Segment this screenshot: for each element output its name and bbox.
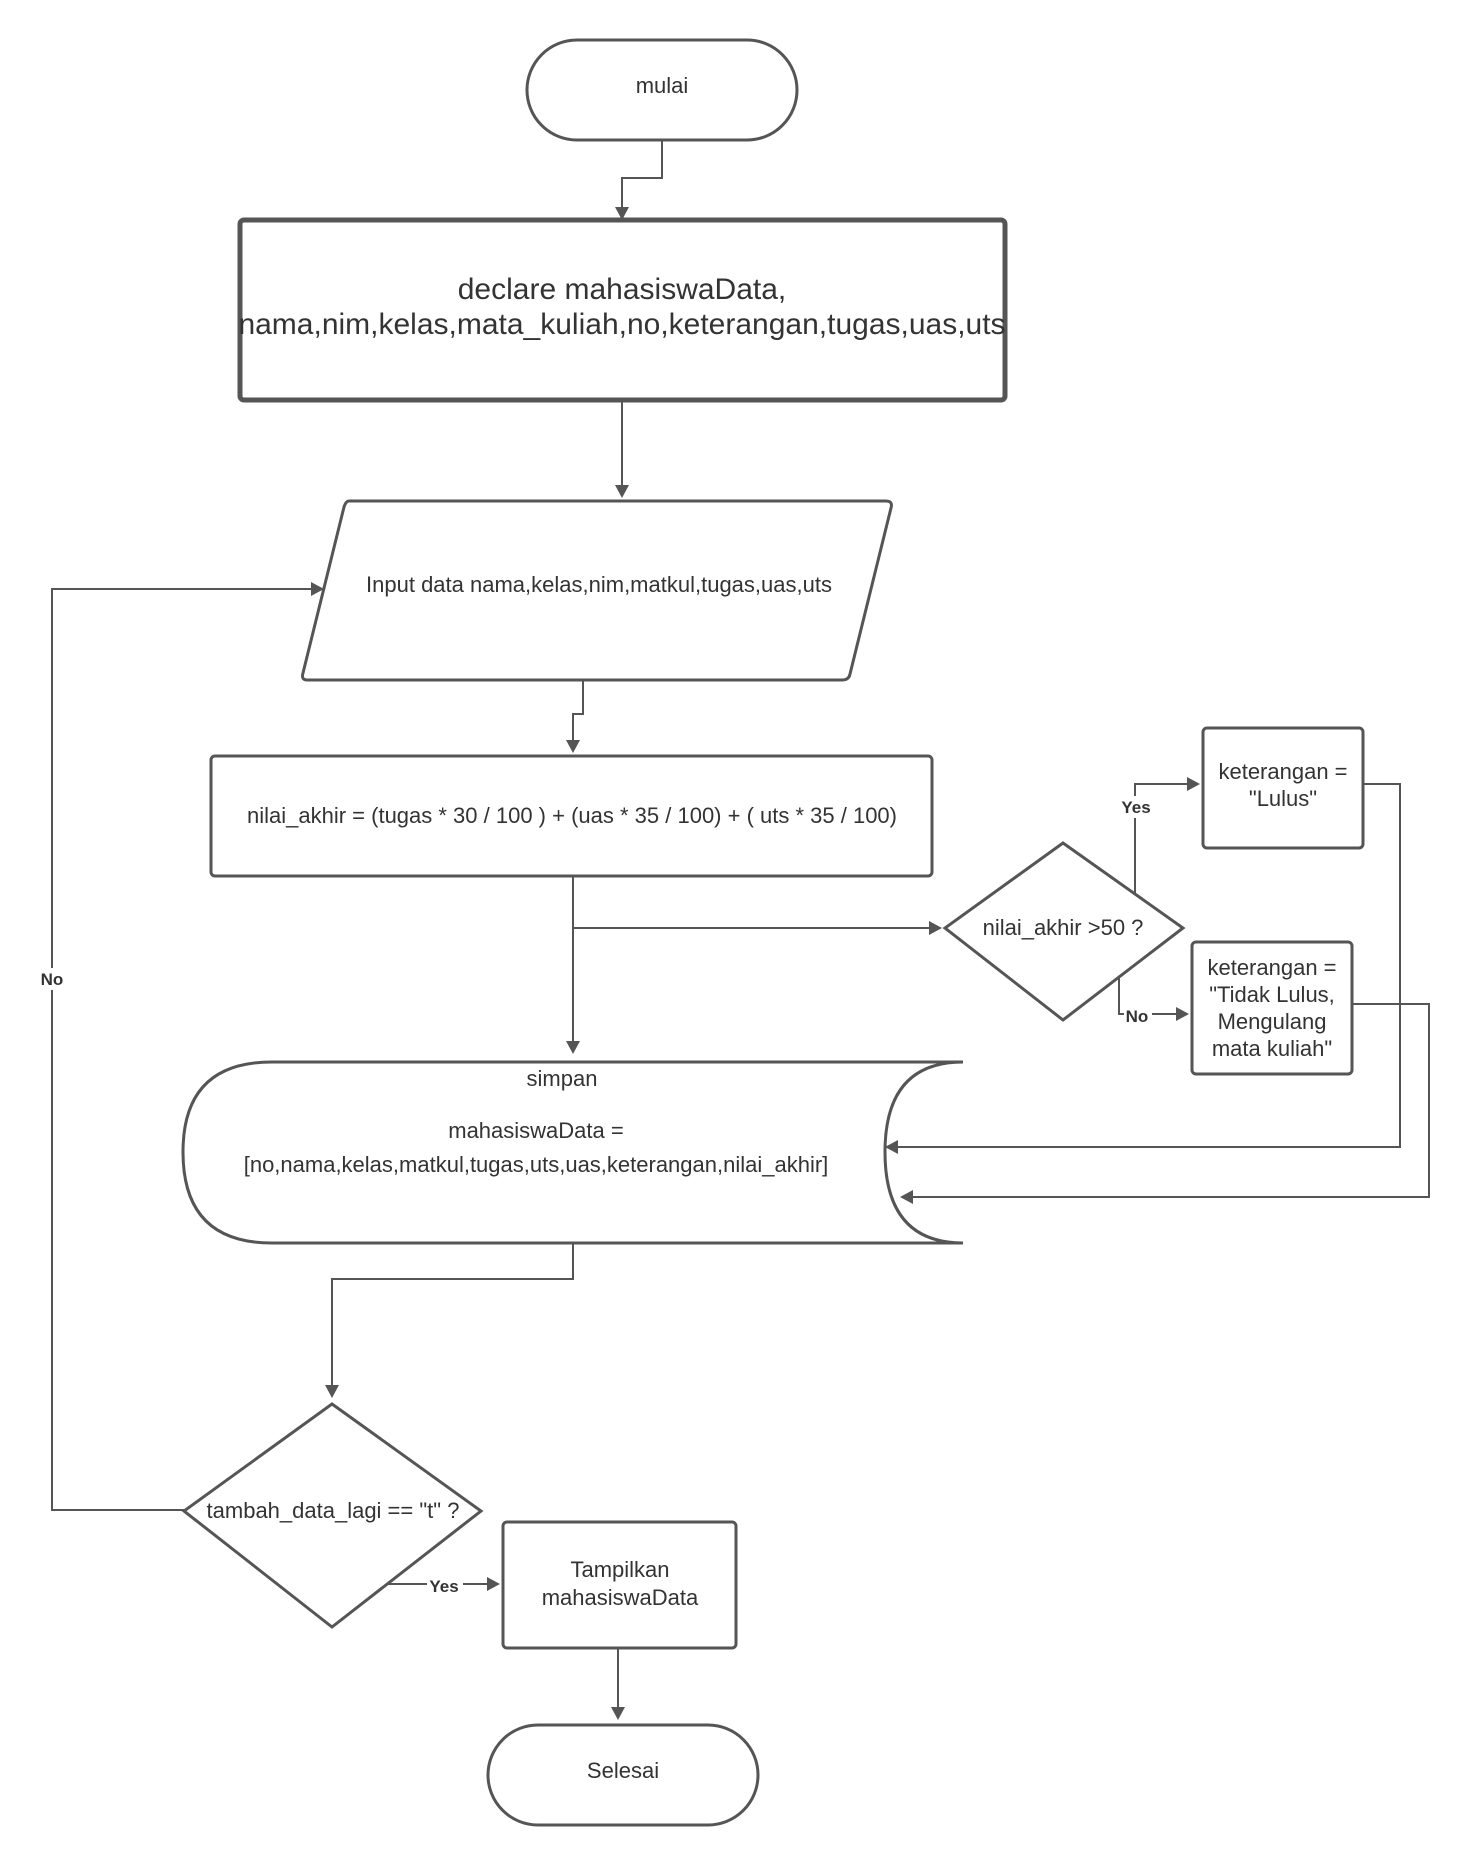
- tidak-lulus-node: keterangan = "Tidak Lulus, Mengulang mat…: [1190, 940, 1354, 1076]
- decision-tambah-label: tambah_data_lagi == "t" ?: [207, 1498, 460, 1523]
- store-node: simpan mahasiswaData = [no,nama,kelas,ma…: [181, 1060, 964, 1245]
- arrow-head: [929, 921, 942, 935]
- edge-start-declare: [621, 138, 663, 208]
- decision-nilai-node: nilai_akhir >50 ?: [942, 841, 1186, 1022]
- store-line-1: simpan: [527, 1066, 598, 1091]
- tampilkan-line-2: mahasiswaData: [542, 1585, 699, 1610]
- calc-process-shape: [209, 754, 934, 878]
- decision-nilai-shape: [942, 841, 1186, 1022]
- declare-node: declare mahasiswaData, nama,nim,kelas,ma…: [237, 217, 1008, 403]
- input-data-shape: [301, 499, 893, 682]
- arrow-head: [566, 1041, 580, 1054]
- arrow-head: [1176, 1007, 1189, 1021]
- arrow-head: [311, 582, 324, 596]
- tidak-lulus-line-1: keterangan =: [1207, 955, 1336, 980]
- stored-data-shape: [181, 1060, 964, 1245]
- label-bg: [427, 1576, 463, 1596]
- tidak-lulus-line-4: mata kuliah": [1212, 1036, 1332, 1061]
- input-node: Input data nama,kelas,nim,matkul,tugas,u…: [301, 499, 893, 682]
- label-yes-tampilkan: Yes: [429, 1577, 458, 1596]
- edge-store-tambah: [331, 1238, 574, 1385]
- declare-line-2: nama,nim,kelas,mata_kuliah,no,keterangan…: [238, 308, 1005, 341]
- edge-tidak-lulus-store: [912, 1003, 1430, 1198]
- edge-input-calc: [572, 680, 584, 740]
- label-yes-lulus: Yes: [1121, 798, 1150, 817]
- edge-tambah-input-loop: [51, 588, 312, 1511]
- decision-tambah-shape: [181, 1402, 484, 1629]
- start-terminal-shape: [525, 38, 799, 142]
- label-bg: [1124, 1006, 1152, 1026]
- decision-nilai-label: nilai_akhir >50 ?: [983, 915, 1144, 940]
- edge-labels: Yes No No Yes: [38, 796, 1154, 1596]
- label-bg: [1116, 796, 1154, 818]
- store-line-2: mahasiswaData =: [448, 1118, 623, 1143]
- tampilkan-node: Tampilkan mahasiswaData: [501, 1520, 738, 1650]
- tidak-lulus-line-3: Mengulang: [1218, 1009, 1327, 1034]
- edge-decision-lulus: [1134, 783, 1188, 895]
- lulus-line-1: keterangan =: [1218, 759, 1347, 784]
- tidak-lulus-line-2: "Tidak Lulus,: [1209, 982, 1335, 1007]
- tampilkan-line-1: Tampilkan: [570, 1557, 669, 1582]
- edges: [51, 138, 1430, 1720]
- lulus-process-shape: [1201, 726, 1365, 850]
- start-label: mulai: [636, 73, 689, 98]
- arrow-head: [566, 740, 580, 753]
- decision-tambah-node: tambah_data_lagi == "t" ?: [181, 1402, 484, 1629]
- edge-lulus-store: [897, 783, 1401, 1148]
- calc-node: nilai_akhir = (tugas * 30 / 100 ) + (uas…: [209, 754, 934, 878]
- declare-line-1: declare mahasiswaData,: [458, 273, 787, 306]
- calc-label: nilai_akhir = (tugas * 30 / 100 ) + (uas…: [247, 803, 897, 828]
- end-node: Selesai: [486, 1723, 760, 1827]
- label-no-lulus: No: [1126, 1007, 1149, 1026]
- tampilkan-process-shape: [501, 1520, 738, 1650]
- input-label: Input data nama,kelas,nim,matkul,tugas,u…: [366, 572, 832, 597]
- start-node: mulai: [525, 38, 799, 142]
- arrow-head: [615, 485, 629, 498]
- end-terminal-shape: [486, 1723, 760, 1827]
- arrow-head: [611, 1707, 625, 1720]
- end-label: Selesai: [587, 1758, 659, 1783]
- label-no-loop: No: [41, 970, 64, 989]
- tidak-lulus-process-shape: [1190, 940, 1354, 1076]
- arrow-head: [487, 1577, 500, 1591]
- edge-decision-tidak-lulus: [1118, 975, 1177, 1015]
- arrow-head: [885, 1140, 898, 1154]
- arrow-head: [325, 1385, 339, 1398]
- lulus-node: keterangan = "Lulus": [1201, 726, 1365, 850]
- arrow-head: [1187, 777, 1200, 791]
- declare-process-shape: [237, 217, 1008, 403]
- store-line-3: [no,nama,kelas,matkul,tugas,uts,uas,kete…: [244, 1152, 829, 1177]
- arrow-head: [615, 207, 629, 220]
- arrow-head: [900, 1190, 913, 1204]
- lulus-line-2: "Lulus": [1249, 786, 1317, 811]
- label-bg: [38, 968, 66, 990]
